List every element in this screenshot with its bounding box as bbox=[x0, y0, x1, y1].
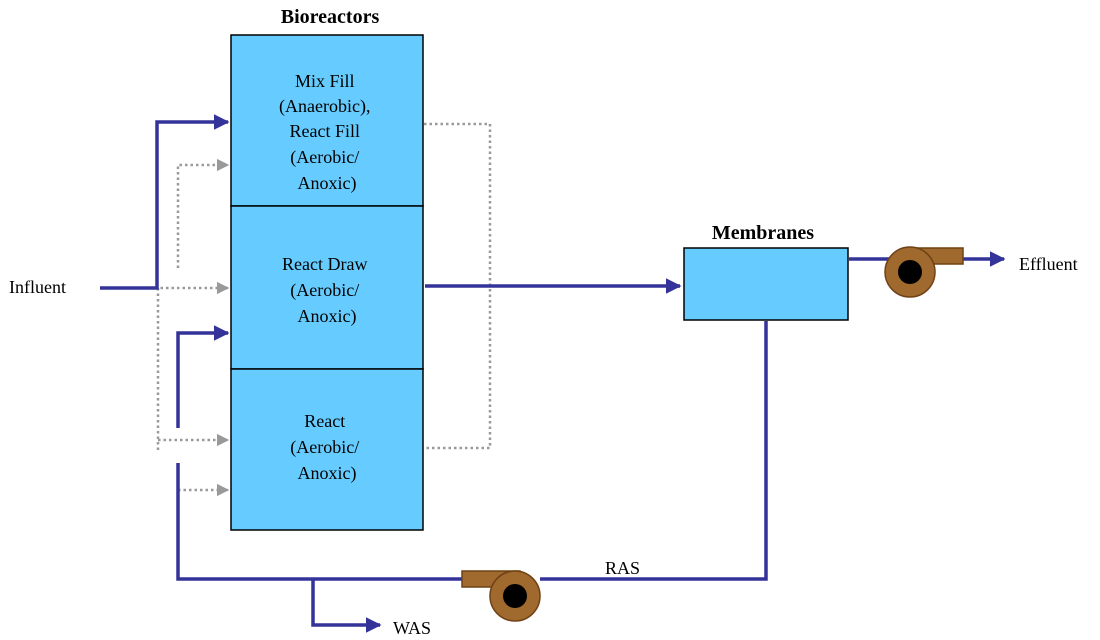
ras-pump-icon[interactable] bbox=[461, 570, 541, 622]
was-label: WAS bbox=[393, 618, 431, 638]
tank-react-draw-label: React Draw (Aerobic/ Anoxic) bbox=[282, 254, 372, 327]
tank-fill[interactable] bbox=[230, 34, 424, 207]
membrane-unit[interactable] bbox=[683, 247, 849, 321]
influent-label: Influent bbox=[9, 277, 66, 297]
tank-react-label: React (Aerobic/ Anoxic) bbox=[290, 411, 363, 484]
bioreactors-title: Bioreactors bbox=[281, 6, 380, 28]
effluent-pump-icon[interactable] bbox=[884, 246, 964, 298]
ras-label: RAS bbox=[605, 558, 640, 578]
tank-fill-label: Mix Fill (Anaerobic), React Fill (Aerobi… bbox=[279, 71, 375, 194]
membranes-title: Membranes bbox=[712, 222, 814, 244]
active-flow-lines bbox=[100, 114, 1006, 633]
effluent-label: Effluent bbox=[1019, 254, 1078, 274]
tank-react-draw[interactable] bbox=[230, 205, 424, 370]
tank-react[interactable] bbox=[230, 368, 424, 531]
